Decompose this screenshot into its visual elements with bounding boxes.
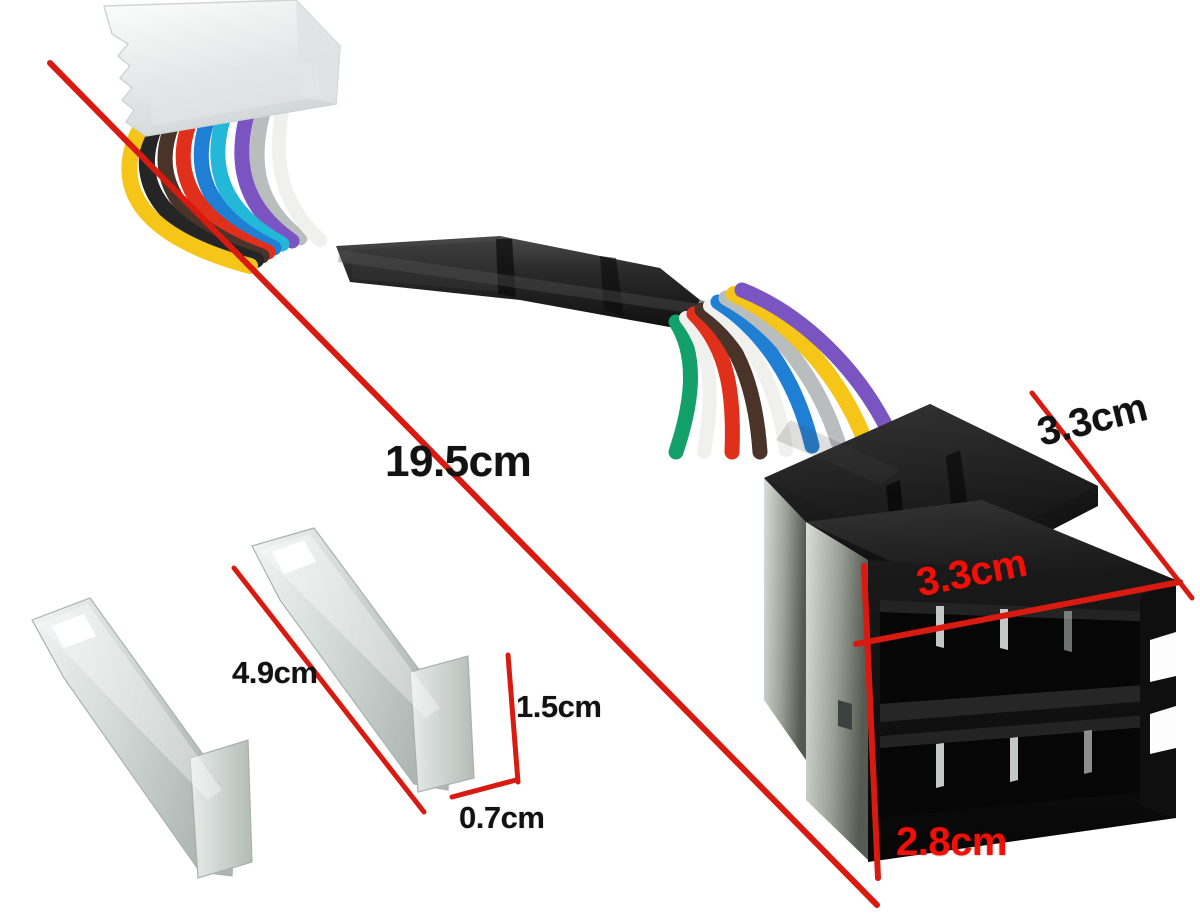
dimension-label-release-key-foot-height: 1.5cm [516,689,602,724]
dimension-line-3-3cm-width [853,579,1183,647]
dimension-label-connector-height: 2.8cm [896,820,1007,864]
iso-connector [764,404,1176,862]
dimension-label-harness-length: 19.5cm [385,437,532,486]
release-key-right [251,527,475,793]
dimension-label-release-key-length: 4.9cm [232,655,318,690]
dimension-lines [47,60,1195,908]
white-connector [103,0,341,137]
release-key-left [31,597,253,879]
dimension-line-3-3cm-depth [1029,390,1195,601]
black-heat-shrink-sleeve [336,236,718,334]
dimension-label-release-key-foot-width: 0.7cm [459,800,545,835]
dimension-line-2-8cm [861,563,881,881]
wire-bundle-lower [668,282,898,460]
dimension-line-0-7cm [449,777,519,800]
dimension-line-1-5cm [505,652,521,785]
dimension-line-19-5cm [47,60,880,908]
dimension-line-4-9cm [231,565,427,815]
